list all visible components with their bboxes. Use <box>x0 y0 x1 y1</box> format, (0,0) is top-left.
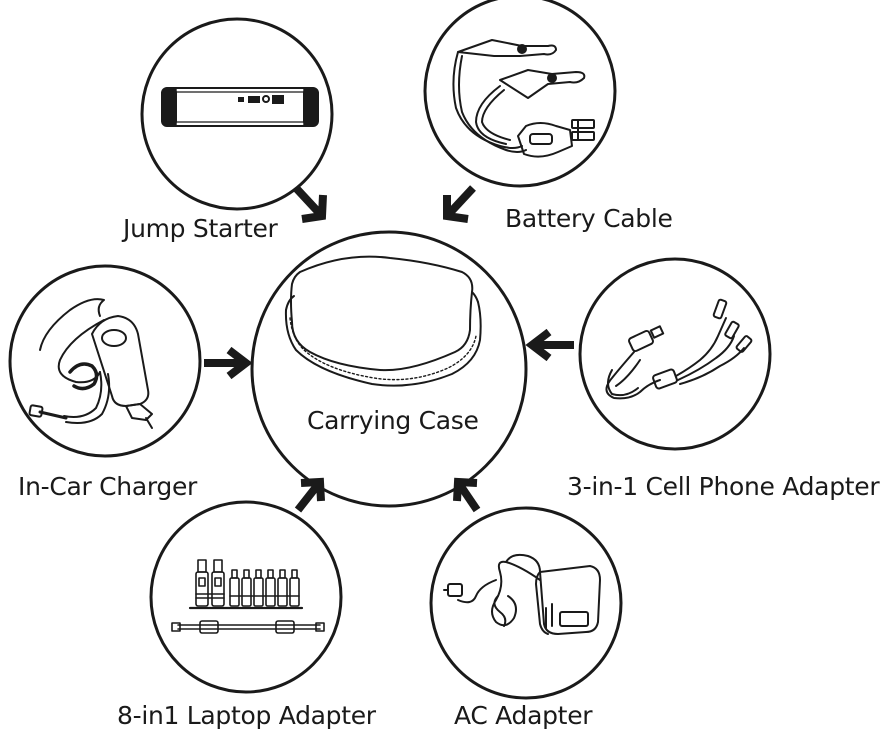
cell-phone-adapter-device-icon <box>605 298 753 400</box>
cell-phone-adapter-label: 3-in-1 Cell Phone Adapter <box>567 472 880 501</box>
in-car-charger-label: In-Car Charger <box>18 472 198 501</box>
battery-cable-device-icon <box>452 39 595 158</box>
laptop-adapter-device-icon <box>171 559 325 634</box>
in-car-charger-circle <box>8 264 202 458</box>
arrow-from-cell-phone-adapter <box>525 328 574 362</box>
battery-cable-label: Battery Cable <box>505 204 673 233</box>
cell-phone-adapter-circle <box>578 257 772 451</box>
ac-adapter-circle <box>429 506 623 700</box>
jump-starter-device-icon <box>161 87 319 127</box>
arrow-from-ac-adapter <box>453 477 481 513</box>
laptop-adapter-circle <box>149 500 343 694</box>
center-circle <box>250 230 528 508</box>
carrying-case-icon <box>284 255 482 387</box>
jump-starter-circle <box>140 17 334 211</box>
in-car-charger-device-icon <box>28 298 153 429</box>
ac-adapter-device-icon <box>443 553 601 635</box>
jump-starter-label: Jump Starter <box>123 214 278 243</box>
ac-adapter-label: AC Adapter <box>454 701 593 730</box>
center-label: Carrying Case <box>307 406 479 435</box>
arrow-from-laptop-adapter <box>294 477 325 513</box>
arrow-from-in-car-charger <box>204 346 253 380</box>
battery-cable-circle <box>423 0 617 188</box>
arrow-from-jump-starter <box>293 185 327 223</box>
laptop-adapter-label: 8-in1 Laptop Adapter <box>117 701 376 730</box>
arrow-from-battery-cable <box>443 185 476 223</box>
